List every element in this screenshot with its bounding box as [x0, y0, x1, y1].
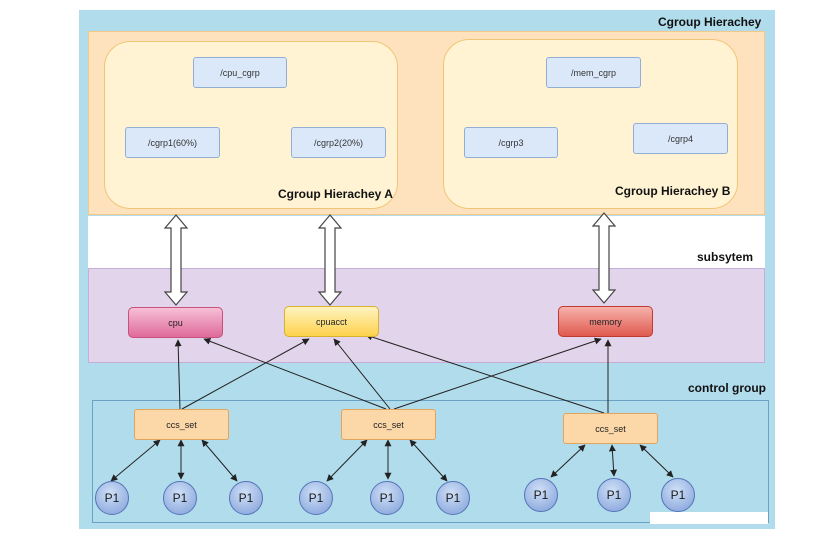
cgroup-node-cgrp4: /cgrp4	[633, 123, 728, 154]
link-set3-cpuacct	[365, 333, 605, 414]
link-set3-p9	[639, 444, 674, 478]
link-set2-p4	[326, 439, 368, 482]
separator-band	[88, 216, 765, 268]
subsystem-title: subsytem	[697, 250, 754, 264]
cgroup-node-cgrp2: /cgrp2(20%)	[291, 127, 386, 158]
ccs-set-2: ccs_set	[341, 409, 436, 440]
link-set2-memory	[393, 337, 602, 410]
link-set2-cpu	[203, 337, 387, 410]
cgroup-node-cgrp3: /cgrp3	[464, 127, 558, 158]
hierarchy-a-label: Cgroup Hierachey A	[278, 187, 393, 201]
ccs-set-3: ccs_set	[563, 413, 658, 444]
cgroup-node-cpu-cgrp: /cpu_cgrp	[193, 57, 287, 88]
watermark-area	[650, 512, 768, 524]
cgroup-node-mem-cgrp: /mem_cgrp	[546, 57, 641, 88]
process-node: P1	[524, 478, 558, 512]
link-set1-cpuacct	[181, 338, 310, 410]
subsystem-memory: memory	[558, 306, 653, 337]
ccs-set-1: ccs_set	[134, 409, 229, 440]
process-node: P1	[229, 481, 263, 515]
control-group-title: control group	[688, 381, 766, 395]
hierarchy-title: Cgroup Hierachey	[658, 15, 762, 29]
block-arrow-hier-a-cpu	[163, 214, 189, 306]
process-node: P1	[661, 478, 695, 512]
link-set3-p7	[550, 444, 586, 478]
process-node: P1	[436, 481, 470, 515]
subsystem-cpuacct: cpuacct	[284, 306, 379, 337]
link-set2-cpuacct	[333, 338, 391, 410]
process-node: P1	[163, 481, 197, 515]
control-group-panel	[92, 400, 769, 523]
link-set2-p6	[409, 439, 448, 482]
process-node: P1	[95, 481, 129, 515]
cgroup-node-cgrp1: /cgrp1(60%)	[125, 127, 220, 158]
block-arrow-hier-a-cpuacct	[317, 214, 343, 306]
link-set1-cpu	[174, 339, 182, 410]
block-arrow-hier-b-memory	[591, 212, 617, 304]
hierarchy-b-label: Cgroup Hierachey B	[615, 184, 731, 198]
link-set1-p3	[201, 439, 238, 482]
process-node: P1	[299, 481, 333, 515]
subsystem-cpu: cpu	[128, 307, 223, 338]
process-node: P1	[597, 478, 631, 512]
link-set3-p8	[608, 444, 618, 477]
process-node: P1	[370, 481, 404, 515]
link-set1-p1	[110, 439, 161, 482]
